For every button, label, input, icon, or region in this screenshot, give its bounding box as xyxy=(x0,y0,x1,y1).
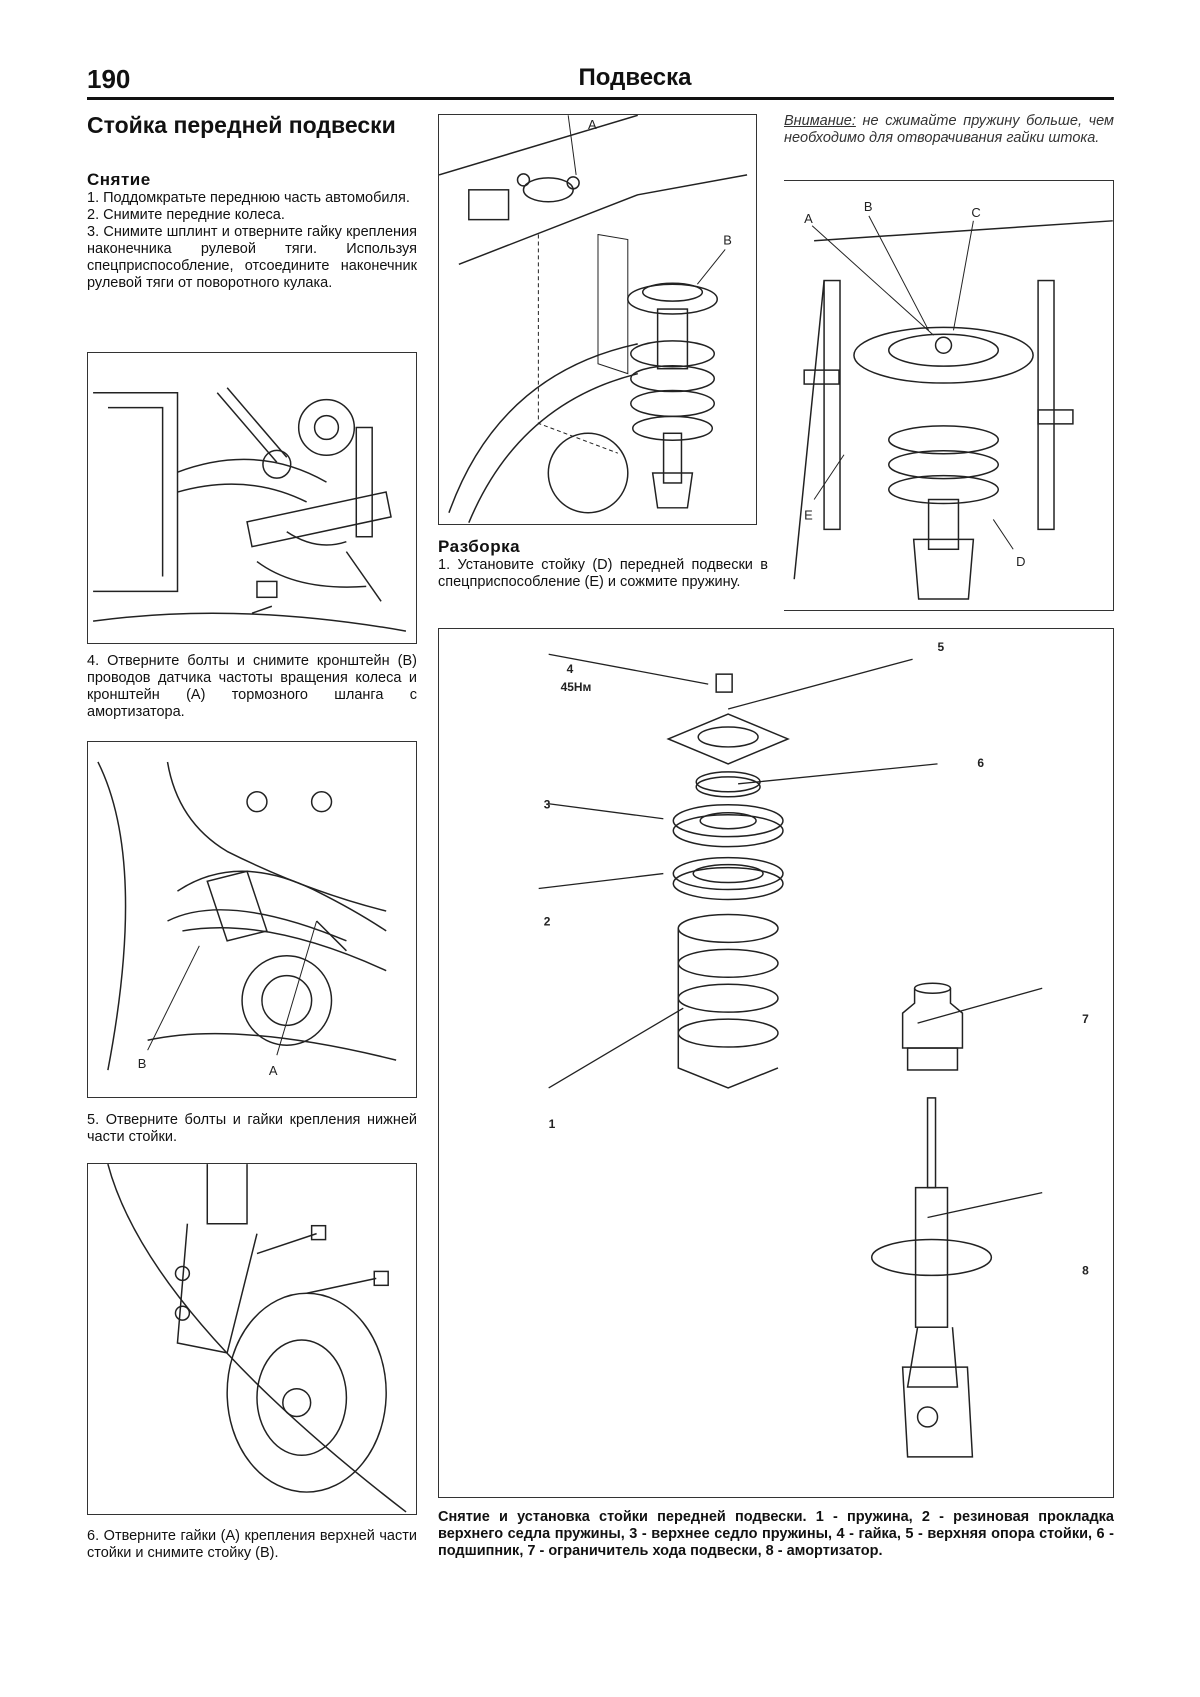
running-title: Подвеска xyxy=(578,64,692,91)
callout-5: 5 xyxy=(938,640,945,654)
figure-knuckle-bolts xyxy=(87,1163,417,1515)
disassembly-step: 1. Установите стойку (D) передней подвес… xyxy=(438,557,768,590)
figure-exploded-strut: 4 45Нм 5 6 3 2 1 7 8 xyxy=(438,628,1114,1498)
figure-sensor-brackets: B A xyxy=(87,741,417,1098)
warning-text: не сжимайте пружину больше, чем необходи… xyxy=(784,113,1114,146)
figure-spring-compressor: A B C E D xyxy=(784,180,1114,611)
label-d: D xyxy=(1016,554,1025,569)
label-b: B xyxy=(723,232,732,247)
removal-block: Снятие 1. Поддомкратьте переднюю часть а… xyxy=(87,170,417,292)
section-title: Стойка передней подвески xyxy=(87,112,396,138)
step-text: 3. Снимите шплинт и отверните гайку креп… xyxy=(87,224,417,291)
warning-label: Внимание: xyxy=(784,113,856,129)
disassembly-heading: Разборка xyxy=(438,537,521,556)
step-6-text: 6. Отверните гайки (A) крепления верхней… xyxy=(87,1528,417,1561)
warning-note: Внимание: не сжимайте пружину больше, че… xyxy=(784,113,1114,147)
removal-heading: Снятие xyxy=(87,170,151,189)
label-b: B xyxy=(864,199,873,214)
label-e: E xyxy=(804,507,813,522)
callout-torque: 45Нм xyxy=(561,680,592,694)
figure-strut-top-mount: A B xyxy=(438,114,757,525)
figure-tie-rod-puller xyxy=(87,352,417,644)
callout-7: 7 xyxy=(1082,1012,1089,1026)
callout-2: 2 xyxy=(544,914,551,928)
callout-6: 6 xyxy=(977,756,984,770)
callout-1: 1 xyxy=(549,1117,556,1131)
callout-4: 4 xyxy=(567,662,574,676)
step-text: 1. Поддомкратьте переднюю часть автомоби… xyxy=(87,190,410,206)
label-a: A xyxy=(269,1063,278,1078)
page-number: 190 xyxy=(87,64,131,94)
removal-steps: 1. Поддомкратьте переднюю часть автомоби… xyxy=(87,190,417,292)
step-4-text: 4. Отверните болты и снимите кронштейн (… xyxy=(87,653,417,720)
label-a: A xyxy=(588,117,597,132)
disassembly-block: Разборка 1. Установите стойку (D) передн… xyxy=(438,537,768,591)
callout-8: 8 xyxy=(1082,1263,1089,1277)
header-rule xyxy=(87,97,1114,100)
label-a: A xyxy=(804,211,813,226)
step-text: 2. Снимите передние колеса. xyxy=(87,207,285,223)
step-5-text: 5. Отверните болты и гайки крепления ниж… xyxy=(87,1112,417,1145)
callout-3: 3 xyxy=(544,798,551,812)
figure-caption: Снятие и установка стойки передней подве… xyxy=(438,1509,1114,1559)
label-c: C xyxy=(971,205,980,220)
label-b: B xyxy=(138,1056,147,1071)
